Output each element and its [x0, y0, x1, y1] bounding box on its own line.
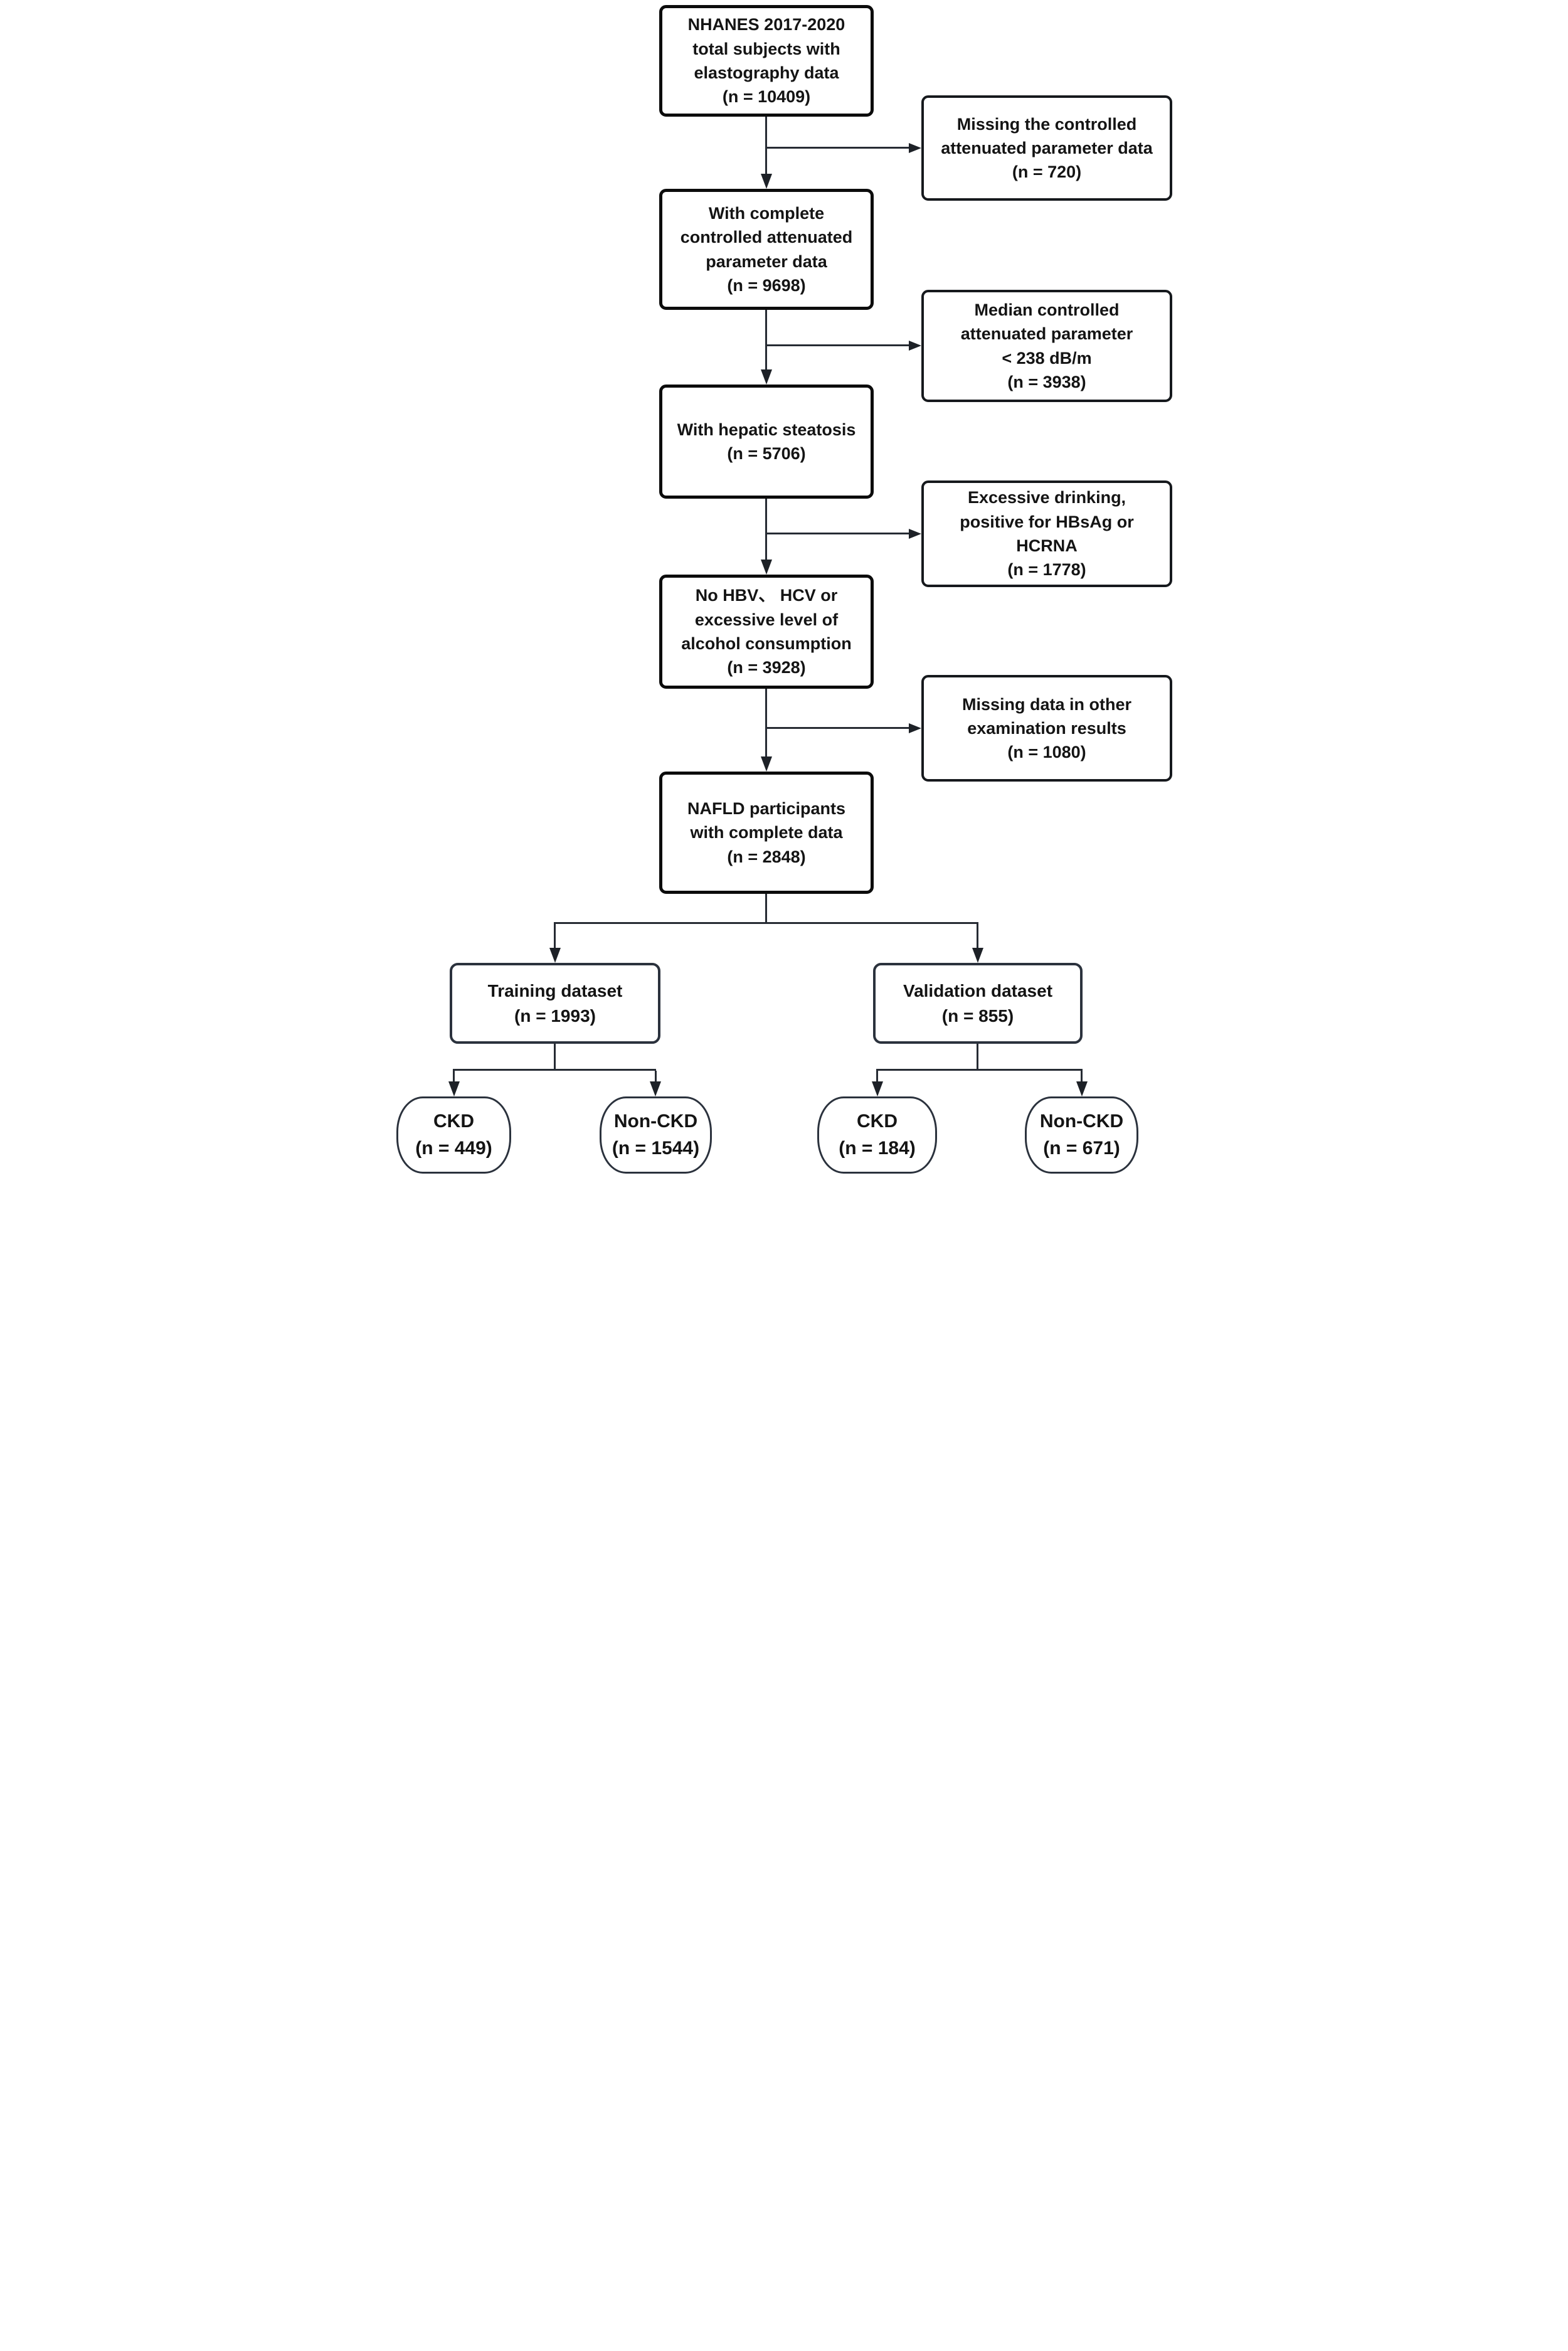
arrowhead-validation-ckd-icon — [872, 1081, 883, 1096]
arrowhead-training-non-ckd-icon — [650, 1081, 661, 1096]
box-exclusion-median-cap-low: Median controlled attenuated parameter <… — [921, 290, 1172, 402]
participant-flow-diagram: NHANES 2017-2020 total subjects with ela… — [392, 0, 1176, 1176]
box-validation-dataset: Validation dataset (n = 855) — [873, 963, 1083, 1044]
arrowhead-right-2-icon — [909, 341, 921, 351]
arrowhead-right-1-icon — [909, 143, 921, 153]
connector-exclusion-3 — [765, 533, 909, 534]
box-exclusion-missing-cap: Missing the controlled attenuated parame… — [921, 95, 1172, 201]
connector-main-5 — [765, 894, 767, 923]
connector-main-1 — [765, 117, 767, 175]
box-validation-non-ckd: Non-CKD (n = 671) — [1025, 1096, 1138, 1174]
box-exclusion-drinking-hbsag: Excessive drinking, positive for HBsAg o… — [921, 480, 1172, 587]
connector-exclusion-1 — [765, 147, 909, 149]
connector-drop-validation — [977, 924, 978, 949]
connector-drop-validation-non-ckd — [1081, 1071, 1083, 1083]
connector-exclusion-4 — [765, 727, 909, 729]
arrowhead-validation-non-ckd-icon — [1076, 1081, 1088, 1096]
arrowhead-training-icon — [549, 948, 561, 963]
box-exclusion-missing-exam: Missing data in other examination result… — [921, 675, 1172, 782]
connector-drop-training-non-ckd — [655, 1071, 657, 1083]
box-training-ckd: CKD (n = 449) — [396, 1096, 511, 1174]
connector-drop-validation-ckd — [876, 1071, 878, 1083]
box-validation-ckd: CKD (n = 184) — [817, 1096, 937, 1174]
box-nafld-complete-data: NAFLD participants with complete data (n… — [659, 772, 874, 894]
box-total-subjects: NHANES 2017-2020 total subjects with ela… — [659, 5, 874, 117]
connector-training-stem — [554, 1044, 556, 1071]
arrowhead-down-1-icon — [761, 174, 772, 189]
connector-validation-stem — [977, 1044, 978, 1071]
arrowhead-right-3-icon — [909, 529, 921, 539]
box-hepatic-steatosis: With hepatic steatosis (n = 5706) — [659, 385, 874, 499]
box-complete-cap-data: With complete controlled attenuated para… — [659, 189, 874, 310]
arrowhead-down-3-icon — [761, 560, 772, 575]
connector-split-datasets — [554, 922, 978, 924]
box-training-dataset: Training dataset (n = 1993) — [450, 963, 660, 1044]
arrowhead-right-4-icon — [909, 723, 921, 733]
connector-exclusion-2 — [765, 344, 909, 346]
arrowhead-down-4-icon — [761, 756, 772, 772]
connector-main-3 — [765, 499, 767, 561]
arrowhead-validation-icon — [972, 948, 983, 963]
box-training-non-ckd: Non-CKD (n = 1544) — [600, 1096, 712, 1174]
arrowhead-down-2-icon — [761, 369, 772, 385]
connector-drop-training — [554, 924, 556, 949]
connector-drop-training-ckd — [453, 1071, 455, 1083]
box-no-hbv-hcv-alcohol: No HBV、 HCV or excessive level of alcoho… — [659, 575, 874, 689]
connector-split-validation — [876, 1069, 1083, 1071]
connector-split-training — [453, 1069, 656, 1071]
arrowhead-training-ckd-icon — [448, 1081, 460, 1096]
connector-main-4 — [765, 689, 767, 758]
connector-main-2 — [765, 310, 767, 371]
